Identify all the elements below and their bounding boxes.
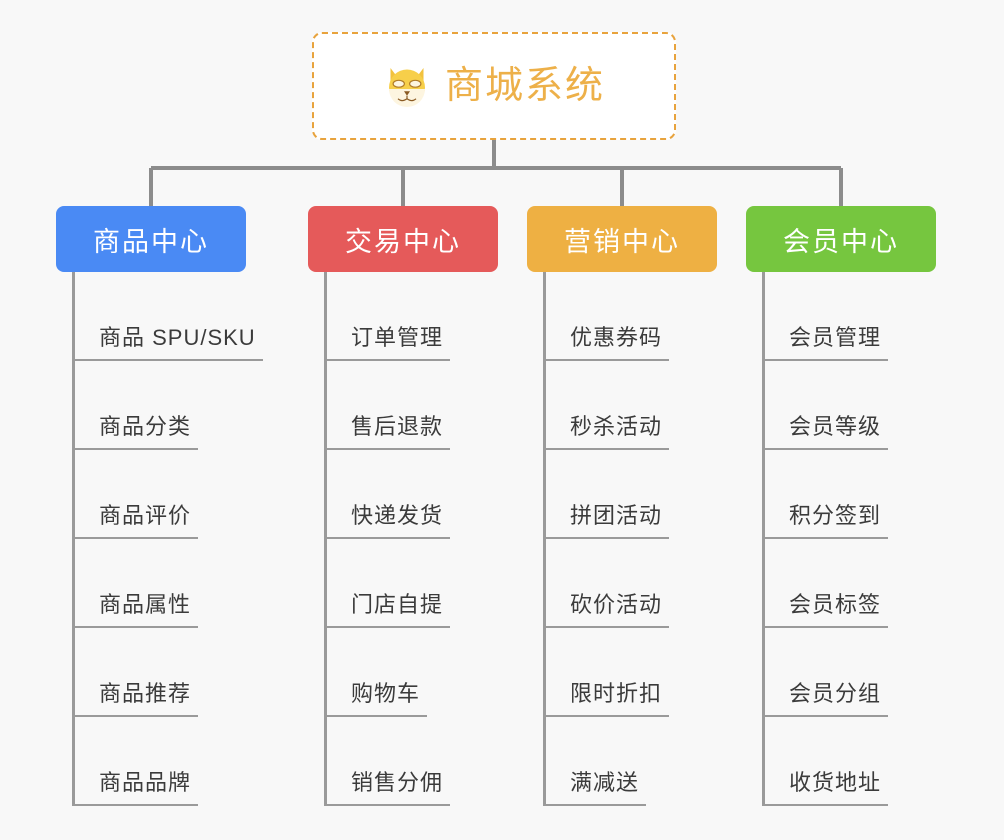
column-4: 会员中心会员管理会员等级积分签到会员标签会员分组收货地址: [746, 206, 936, 806]
list-item-underline: [324, 804, 450, 806]
list-item-underline: [72, 626, 198, 628]
list-item-label: 销售分佣: [351, 770, 444, 795]
column-header-3[interactable]: 营销中心: [527, 206, 717, 272]
column-spine-1: [72, 272, 75, 806]
list-item-underline: [72, 359, 263, 361]
list-item[interactable]: 积分签到: [762, 450, 1004, 539]
list-item-underline: [543, 715, 669, 717]
list-item-underline: [72, 715, 198, 717]
list-item-label: 收货地址: [789, 770, 882, 795]
list-item-underline: [762, 448, 888, 450]
list-item[interactable]: 购物车: [324, 628, 584, 717]
list-item[interactable]: 秒杀活动: [543, 361, 803, 450]
list-item-underline: [324, 715, 427, 717]
list-item[interactable]: 门店自提: [324, 539, 584, 628]
list-item-label: 购物车: [351, 681, 421, 706]
list-item-underline: [324, 537, 450, 539]
list-item-label: 限时折扣: [570, 681, 663, 706]
list-item-label: 秒杀活动: [570, 414, 663, 439]
column-spine-3: [543, 272, 546, 806]
list-item-label: 会员等级: [789, 414, 882, 439]
list-item[interactable]: 商品品牌: [72, 717, 332, 806]
list-item-label: 门店自提: [351, 592, 444, 617]
column-header-1[interactable]: 商品中心: [56, 206, 246, 272]
column-header-4[interactable]: 会员中心: [746, 206, 936, 272]
root-node[interactable]: 商城系统: [312, 32, 676, 140]
list-item[interactable]: 商品推荐: [72, 628, 332, 717]
list-item[interactable]: 销售分佣: [324, 717, 584, 806]
shiba-dog-face-icon: [388, 68, 425, 107]
list-item-underline: [543, 448, 669, 450]
list-item-underline: [762, 804, 888, 806]
list-item-label: 商品 SPU/SKU: [99, 325, 256, 350]
list-item-underline: [762, 359, 888, 361]
list-item-label: 砍价活动: [570, 592, 663, 617]
list-item-underline: [762, 715, 888, 717]
list-item[interactable]: 拼团活动: [543, 450, 803, 539]
list-item[interactable]: 会员等级: [762, 361, 1004, 450]
list-item-underline: [762, 537, 888, 539]
list-item-underline: [72, 448, 198, 450]
list-item-label: 订单管理: [351, 325, 444, 350]
list-item-label: 拼团活动: [570, 503, 663, 528]
list-item-label: 商品品牌: [99, 770, 192, 795]
list-item-underline: [543, 359, 669, 361]
list-item[interactable]: 商品分类: [72, 361, 332, 450]
list-item-underline: [324, 448, 450, 450]
list-item-label: 会员标签: [789, 592, 882, 617]
list-item[interactable]: 商品 SPU/SKU: [72, 272, 332, 361]
list-item-label: 快递发货: [351, 503, 444, 528]
list-item-underline: [324, 359, 450, 361]
list-item-underline: [762, 626, 888, 628]
list-item-label: 会员分组: [789, 681, 882, 706]
list-item[interactable]: 优惠券码: [543, 272, 803, 361]
list-item-label: 商品属性: [99, 592, 192, 617]
column-header-label: 会员中心: [783, 226, 899, 257]
column-items-2: 订单管理售后退款快递发货门店自提购物车销售分佣: [324, 272, 584, 806]
list-item-underline: [324, 626, 450, 628]
column-header-label: 交易中心: [345, 226, 461, 257]
list-item[interactable]: 会员管理: [762, 272, 1004, 361]
list-item[interactable]: 会员分组: [762, 628, 1004, 717]
column-header-label: 商品中心: [93, 226, 209, 257]
list-item-label: 会员管理: [789, 325, 882, 350]
column-header-label: 营销中心: [564, 226, 680, 257]
list-item-label: 商品分类: [99, 414, 192, 439]
column-items-1: 商品 SPU/SKU 商品分类商品评价商品属性商品推荐商品品牌: [72, 272, 332, 806]
list-item-label: 售后退款: [351, 414, 444, 439]
list-item[interactable]: 收货地址: [762, 717, 1004, 806]
column-1: 商品中心商品 SPU/SKU 商品分类商品评价商品属性商品推荐商品品牌: [56, 206, 263, 806]
list-item-label: 优惠券码: [570, 325, 663, 350]
column-header-2[interactable]: 交易中心: [308, 206, 498, 272]
column-3: 营销中心优惠券码秒杀活动拼团活动砍价活动限时折扣满减送: [527, 206, 717, 806]
root-title: 商城系统: [444, 65, 605, 107]
list-item[interactable]: 快递发货: [324, 450, 584, 539]
list-item-label: 积分签到: [789, 503, 882, 528]
column-items-4: 会员管理会员等级积分签到会员标签会员分组收货地址: [762, 272, 1004, 806]
list-item[interactable]: 商品属性: [72, 539, 332, 628]
list-item-underline: [72, 537, 198, 539]
list-item[interactable]: 订单管理: [324, 272, 584, 361]
list-item-label: 商品评价: [99, 503, 192, 528]
list-item-underline: [72, 804, 198, 806]
list-item-underline: [543, 537, 669, 539]
list-item-underline: [543, 804, 646, 806]
list-item-label: 满减送: [570, 770, 640, 795]
list-item[interactable]: 满减送: [543, 717, 803, 806]
list-item[interactable]: 商品评价: [72, 450, 332, 539]
column-spine-4: [762, 272, 765, 806]
list-item-underline: [543, 626, 669, 628]
list-item-label: 商品推荐: [99, 681, 192, 706]
list-item[interactable]: 售后退款: [324, 361, 584, 450]
column-spine-2: [324, 272, 327, 806]
column-items-3: 优惠券码秒杀活动拼团活动砍价活动限时折扣满减送: [543, 272, 803, 806]
list-item[interactable]: 限时折扣: [543, 628, 803, 717]
list-item[interactable]: 砍价活动: [543, 539, 803, 628]
list-item[interactable]: 会员标签: [762, 539, 1004, 628]
column-2: 交易中心订单管理售后退款快递发货门店自提购物车销售分佣: [308, 206, 498, 806]
